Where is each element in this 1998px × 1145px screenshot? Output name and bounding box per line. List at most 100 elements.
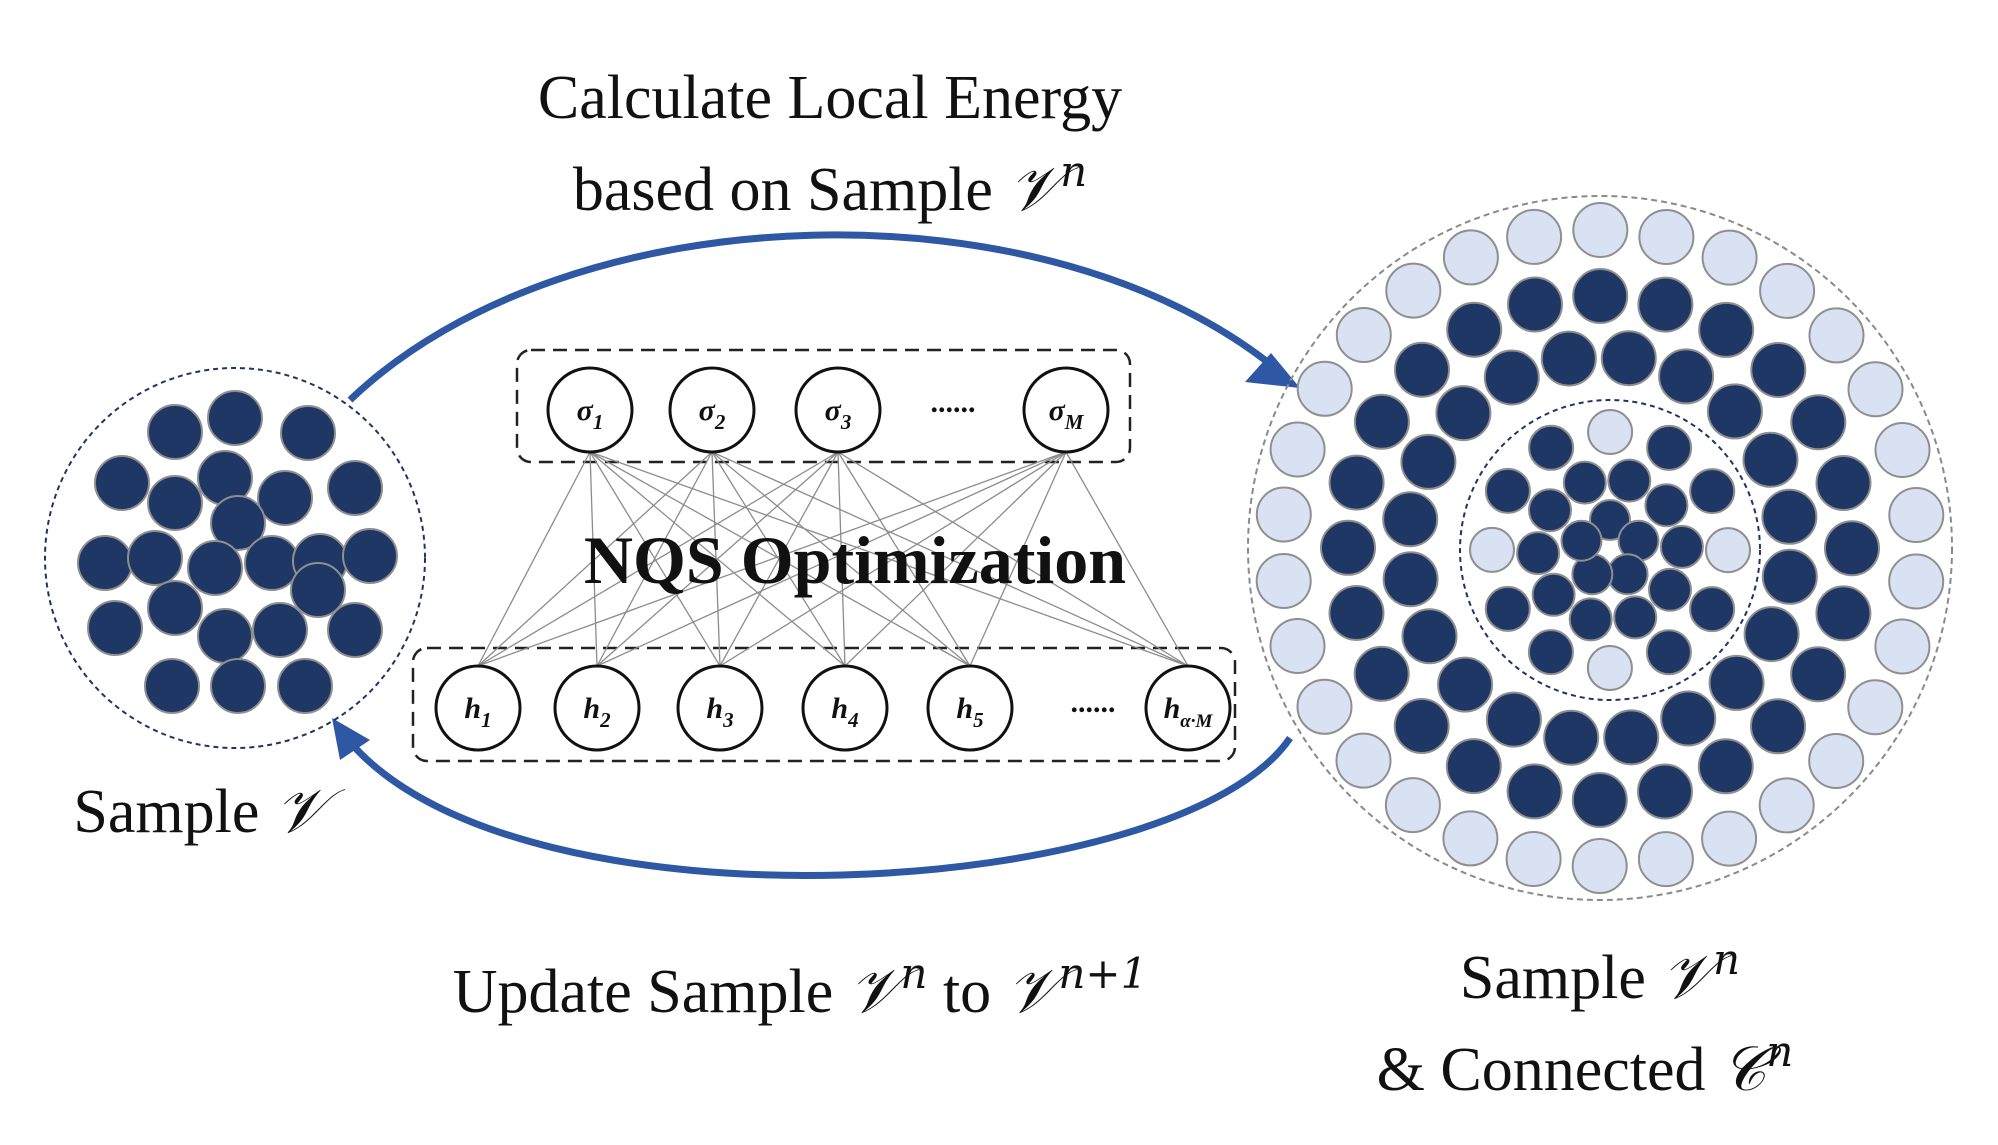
network-edge xyxy=(969,451,1067,667)
right-caption-text: Sample xyxy=(1460,944,1661,1012)
hidden-unit-base: h xyxy=(464,692,481,725)
light-particle xyxy=(1587,409,1634,455)
hidden-unit-circle xyxy=(801,664,889,752)
hidden-unit-base: h xyxy=(706,692,723,725)
dark-particle xyxy=(1528,424,1575,471)
hidden-unit-subscript: α·M xyxy=(1180,711,1213,732)
top-caption-text: based on Sample xyxy=(573,156,1009,224)
superscript-n-plus-1: n+1 xyxy=(1058,949,1147,998)
hidden-unit-subscript: 2 xyxy=(599,708,611,732)
hidden-unit-subscript: 4 xyxy=(847,708,859,732)
dark-particle xyxy=(1689,586,1736,633)
dark-particle xyxy=(1742,431,1799,488)
dark-particle xyxy=(1506,763,1563,820)
dark-particle xyxy=(1568,597,1613,642)
dark-particle xyxy=(1560,519,1603,562)
top-arrow xyxy=(347,231,1283,403)
light-particle xyxy=(1874,422,1931,478)
light-particle xyxy=(1888,553,1945,610)
network-edge xyxy=(837,451,1189,667)
visible-unit-circle xyxy=(1022,366,1110,454)
light-particle xyxy=(1808,733,1865,789)
hidden-unit: h5 xyxy=(926,664,1014,752)
dark-particle xyxy=(1790,394,1847,451)
dark-particle xyxy=(1353,645,1410,702)
dark-particle xyxy=(257,470,313,526)
dark-particle xyxy=(1483,349,1540,406)
hidden-unit-base: h xyxy=(831,692,848,725)
dark-particle xyxy=(1531,572,1576,617)
hidden-ellipsis: ...... xyxy=(1071,686,1116,719)
dark-particle xyxy=(1445,738,1502,795)
right-caption-text: & Connected xyxy=(1377,1036,1721,1104)
network-edge xyxy=(711,451,721,667)
dark-particle xyxy=(197,608,253,664)
network-edge xyxy=(477,451,713,667)
network-edge xyxy=(596,451,839,667)
bottom-caption-text-a: Update Sample xyxy=(453,958,849,1026)
right-outer-boundary xyxy=(1247,195,1953,901)
right-caption-line2: & Connected 𝒞n xyxy=(1377,1027,1794,1105)
light-particle xyxy=(1701,810,1758,867)
hidden-unit-base: h xyxy=(956,692,973,725)
hidden-unit: h2 xyxy=(553,664,641,752)
dark-particle xyxy=(1637,276,1694,333)
light-particle xyxy=(1586,645,1633,691)
visible-unit-subscript: 1 xyxy=(593,410,604,434)
hidden-unit-circle xyxy=(926,664,1014,752)
visible-unit-label: σ1 xyxy=(577,394,604,434)
dark-particle xyxy=(1589,499,1631,541)
dark-particle xyxy=(1393,698,1450,754)
hidden-unit-subscript: 1 xyxy=(481,708,492,732)
dark-particle xyxy=(1659,524,1704,569)
dark-particle xyxy=(1437,656,1494,713)
dark-particle xyxy=(1648,567,1692,612)
right-caption-line1: Sample 𝒱n xyxy=(1460,935,1740,1013)
network-edge xyxy=(837,451,971,667)
sample-cluster-right xyxy=(1247,195,1953,901)
hidden-unit-circle xyxy=(553,664,641,752)
network-edge xyxy=(596,451,713,667)
hidden-unit-label: h2 xyxy=(583,692,611,732)
visible-unit-base: σ xyxy=(577,394,594,427)
dark-particle xyxy=(77,535,133,591)
dark-particle xyxy=(1658,348,1715,405)
dark-particle xyxy=(1815,455,1872,511)
v-symbol: 𝒱 xyxy=(275,774,346,847)
dark-particle xyxy=(1401,608,1458,665)
top-arrowhead xyxy=(1245,353,1300,388)
light-particle xyxy=(1637,831,1694,888)
dark-particle xyxy=(1750,698,1806,755)
network-edge xyxy=(596,451,1067,667)
light-particle xyxy=(1255,486,1312,543)
light-particle xyxy=(1505,831,1562,887)
dark-particle xyxy=(1603,709,1660,766)
dark-particle xyxy=(1485,691,1542,748)
network-edge xyxy=(719,451,1067,667)
dark-particle xyxy=(1750,342,1807,398)
visible-unit-label: σM xyxy=(1049,394,1085,434)
left-caption-text: Sample xyxy=(73,778,274,846)
dark-particle xyxy=(1382,491,1439,548)
hidden-unit-base: h xyxy=(583,692,600,725)
bottom-arrow xyxy=(347,736,1293,880)
dark-particle xyxy=(1516,531,1561,576)
dark-particle xyxy=(1761,488,1818,545)
dark-particle xyxy=(1607,458,1652,503)
bottom-caption: Update Sample 𝒱n to 𝒱n+1 xyxy=(453,949,1148,1027)
hidden-unit: h3 xyxy=(676,664,764,752)
dark-particle xyxy=(252,602,308,658)
dark-particle xyxy=(210,495,266,551)
light-particle xyxy=(1442,810,1499,867)
light-particle xyxy=(1469,526,1515,573)
hidden-unit-label: h1 xyxy=(464,692,491,732)
network-edge xyxy=(711,451,1189,667)
light-particle xyxy=(1571,838,1628,894)
visible-unit-circle xyxy=(794,366,882,454)
visible-layer-box xyxy=(515,348,1132,464)
cycle-arrows xyxy=(332,231,1300,880)
hidden-unit-subscript: 3 xyxy=(722,708,734,732)
visible-unit-label: σ2 xyxy=(699,394,726,434)
dark-particle xyxy=(1600,330,1657,387)
